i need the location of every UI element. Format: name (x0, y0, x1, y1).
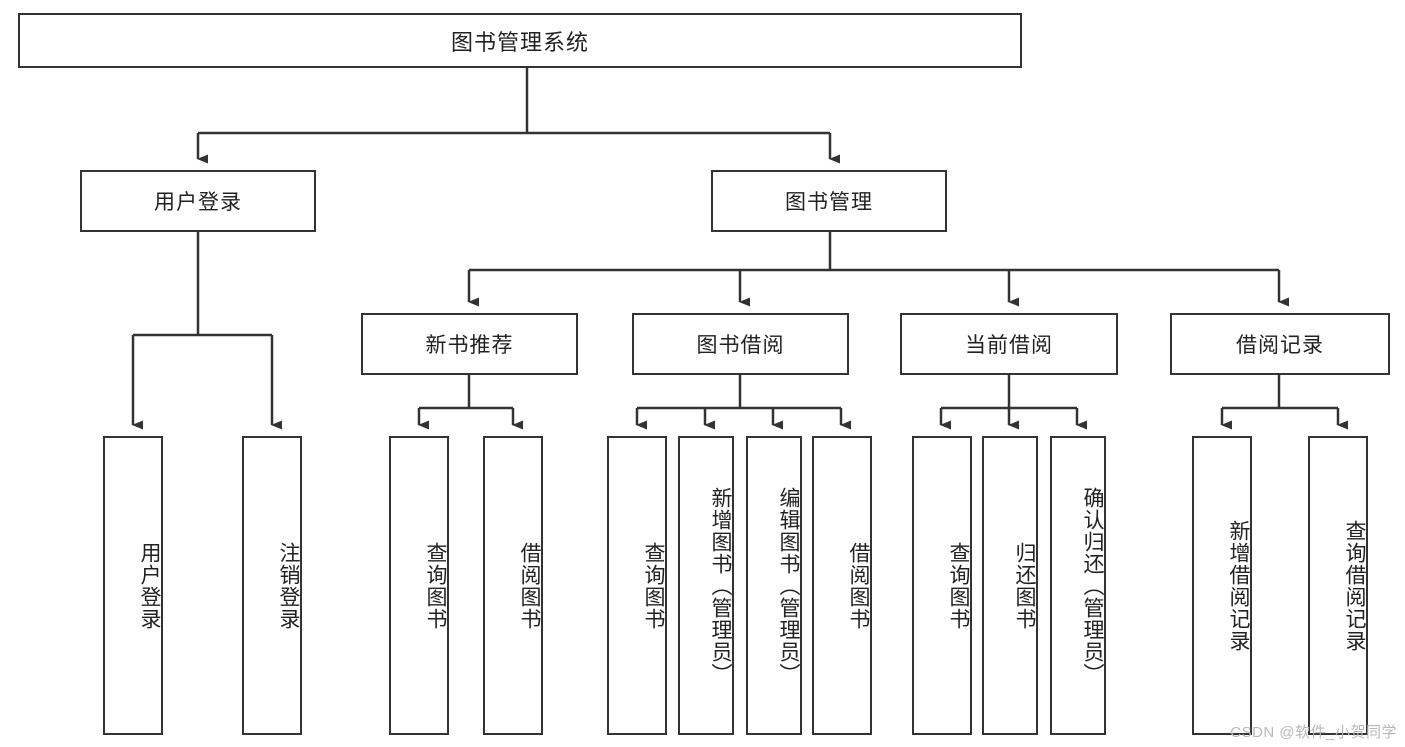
leaf-query-book-borrow[interactable]: 查询图书 (607, 436, 667, 735)
leaf-query-borrow-record[interactable]: 查询借阅记录 (1308, 436, 1368, 735)
leaf-borrow-book-recommend[interactable]: 借阅图书 (483, 436, 543, 735)
leaf-return-book[interactable]: 归还图书 (982, 436, 1038, 735)
node-root-system[interactable]: 图书管理系统 (18, 13, 1022, 68)
leaf-add-book-admin[interactable]: 新增图书（管理员） (678, 436, 734, 735)
leaf-user-login[interactable]: 用户登录 (103, 436, 163, 735)
node-book-borrow[interactable]: 图书借阅 (632, 313, 849, 375)
leaf-logout[interactable]: 注销登录 (242, 436, 302, 735)
leaf-edit-book-admin[interactable]: 编辑图书（管理员） (746, 436, 802, 735)
watermark-csdn: CSDN @软件_小贺同学 (1230, 724, 1397, 741)
leaf-borrow-book[interactable]: 借阅图书 (812, 436, 872, 735)
leaf-add-borrow-record[interactable]: 新增借阅记录 (1192, 436, 1252, 735)
leaf-query-book-recommend[interactable]: 查询图书 (389, 436, 449, 735)
node-user-login[interactable]: 用户登录 (80, 170, 316, 232)
leaf-confirm-return-admin[interactable]: 确认归还（管理员） (1050, 436, 1106, 735)
node-borrow-record[interactable]: 借阅记录 (1170, 313, 1390, 375)
node-current-borrow[interactable]: 当前借阅 (900, 313, 1118, 375)
node-book-management[interactable]: 图书管理 (711, 170, 947, 232)
leaf-query-book-current[interactable]: 查询图书 (912, 436, 972, 735)
node-new-book-recommend[interactable]: 新书推荐 (361, 313, 578, 375)
